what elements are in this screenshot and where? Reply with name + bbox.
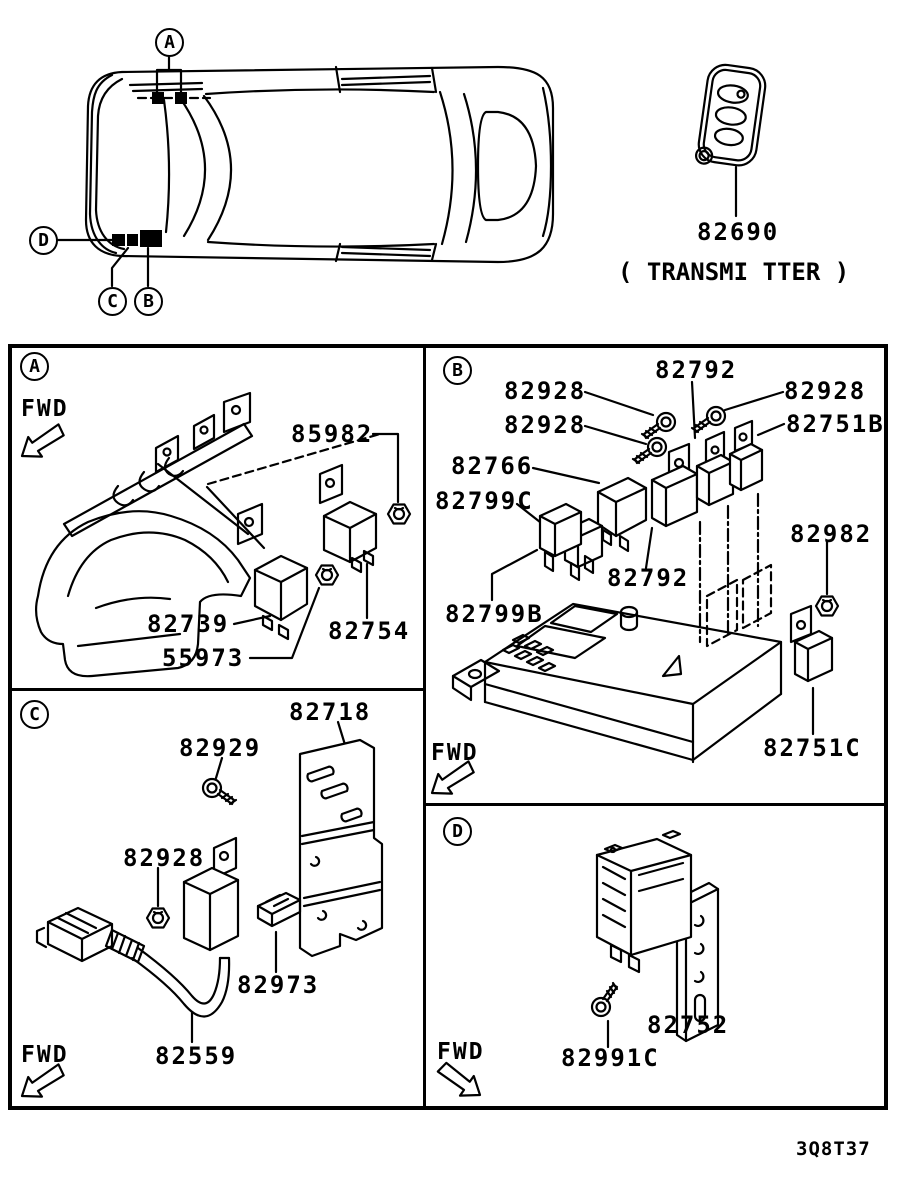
grid-border-top [8,344,888,348]
relay-82751c-drawing [789,604,834,683]
grid-divider-ac [8,688,425,691]
panel-c-fwd-label: FWD [21,1042,69,1068]
nut-55973-drawing [314,564,340,586]
panel-d-fwd-label: FWD [437,1039,485,1065]
bolt-82991c-drawing [590,981,619,1018]
grid-divider-bd [425,803,888,806]
part-number-82754: 82754 [328,617,411,645]
transmitter-caption: ( TRANSMI TTER ) [618,258,850,286]
fender-apron-drawing [34,391,382,678]
part-number-82751b: 82751B [786,410,885,438]
panel-b-drawing [424,380,840,804]
part-number-82982: 82982 [790,520,873,548]
nut-85982-drawing [386,503,412,525]
part-number-82752: 82752 [647,1011,730,1039]
callout-a-letter: A [164,32,175,53]
panel-c-letter: C [20,700,49,729]
callout-leader-lines [55,53,212,288]
drawing-code: 3Q8T37 [796,1138,871,1160]
nut-82982-drawing [814,595,840,617]
panel-a-letter-text: A [29,356,40,377]
callout-c: C [98,287,127,316]
grid-border-right [884,344,888,1110]
part-number-82928-1: 82928 [504,377,587,405]
part-number-82559: 82559 [155,1042,238,1070]
relays-82799c-drawing [538,502,604,582]
panel-d-letter-text: D [452,821,463,842]
callout-a: A [155,28,184,57]
fwd-arrow-icon [14,417,70,467]
part-number-82799b: 82799B [445,600,544,628]
relay-82754-drawing [318,463,378,574]
part-number-82928-c: 82928 [123,844,206,872]
panel-a-fwd-label: FWD [21,396,69,422]
control-unit-82752-drawing [595,829,720,1043]
screw-82929-drawing [201,777,238,806]
relay-82739-drawing [236,502,309,641]
car-body-outline [84,65,555,264]
panel-d-letter: D [443,817,472,846]
relay-row-drawing [650,419,764,528]
panel-c-letter-text: C [29,704,40,725]
callout-b: B [134,287,163,316]
grid-border-bottom [8,1106,888,1110]
part-number-82792-mid: 82792 [607,564,690,592]
panel-c-drawing [14,720,384,1107]
callout-b-letter: B [143,291,154,312]
part-number-82690: 82690 [697,218,780,246]
clip-82973-drawing [256,891,302,928]
fuse-box-drawing [451,492,783,764]
nut-82928-drawing [145,907,171,929]
part-number-82792-top: 82792 [655,356,738,384]
panel-d-drawing [432,829,720,1106]
panel-a-letter: A [20,352,49,381]
part-number-82928-3: 82928 [504,411,587,439]
callout-c-letter: C [107,291,118,312]
part-number-82766: 82766 [451,452,534,480]
panel-b-fwd-label: FWD [431,740,479,766]
panel-b-leader-lines [490,380,829,736]
grid-divider-vertical [423,344,426,1106]
panel-a-leader-lines [232,432,400,660]
transmitter-keyfob-drawing [694,63,767,218]
screws-82928-drawing [631,405,727,465]
grid-border-left [8,344,12,1110]
panel-a-drawing [14,391,412,678]
vehicle-top-view-drawing [55,53,767,288]
component-location-markers [112,92,187,247]
part-number-55973: 55973 [162,644,245,672]
panel-b-letter-text: B [452,360,463,381]
callout-d-letter: D [38,230,49,251]
part-number-82751c: 82751C [763,734,862,762]
part-number-85982: 85982 [291,420,374,448]
part-number-82991c: 82991C [561,1044,660,1072]
part-number-82739: 82739 [147,610,230,638]
part-number-82799c: 82799C [435,487,534,515]
part-number-82718: 82718 [289,698,372,726]
callout-d: D [29,226,58,255]
panel-b-letter: B [443,356,472,385]
relay-82559-unit-drawing [35,836,240,1018]
part-number-82973: 82973 [237,971,320,999]
part-number-82928-2: 82928 [784,377,867,405]
part-number-82929: 82929 [179,734,262,762]
bracket-82718-drawing [298,738,384,958]
relay-82766-drawing [596,476,648,553]
